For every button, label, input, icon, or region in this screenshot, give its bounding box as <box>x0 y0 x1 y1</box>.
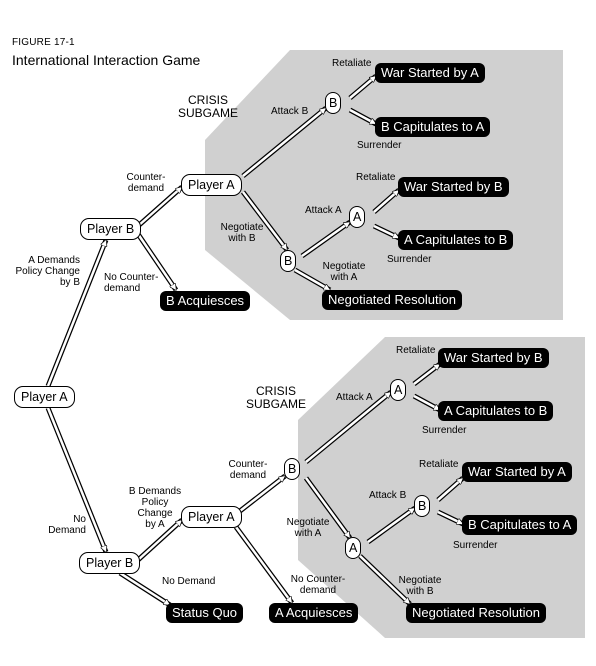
node-bot-crisis-b1: B <box>284 458 301 480</box>
edge-negotiate-a-top <box>293 267 330 293</box>
label-counter-demand-top: Counter- demand <box>126 172 166 194</box>
edge-retaliate-2 <box>372 188 401 214</box>
label-retaliate-1: Retaliate <box>332 58 372 69</box>
edge-no-counter-bottom <box>233 525 295 605</box>
figure-label: FIGURE 17-1 <box>12 37 75 48</box>
label-no-counter-demand-top: No Counter- demand <box>104 272 159 294</box>
label-attack-b-top: Attack B <box>271 106 309 117</box>
edge-b-demands <box>136 518 184 562</box>
edge-attack-a-top <box>300 219 352 259</box>
edge-surrender-1 <box>348 107 376 127</box>
edge-attack-b-top <box>241 106 328 178</box>
label-b-demands: B Demands Policy Change by A <box>128 486 182 530</box>
edge-retaliate-1 <box>348 74 378 100</box>
node-top-crisis-player-a: Player A <box>181 174 242 196</box>
outcome-top-a-capitulates-to-b: A Capitulates to B <box>398 230 514 250</box>
node-bot-crisis-b2: B <box>414 495 431 517</box>
edge-negotiate-b-bottom <box>358 554 412 606</box>
label-a-demands: A Demands Policy Change by B <box>15 255 80 288</box>
outcome-bot-a-capitulates-to-b: A Capitulates to B <box>438 401 554 421</box>
outcome-top-war-started-by-a: War Started by A <box>375 63 485 83</box>
outcome-b-acquiesces: B Acquiesces <box>160 291 251 311</box>
node-bot-player-b: Player B <box>79 552 141 574</box>
label-surrender-3: Surrender <box>422 425 467 436</box>
edge-attack-b-bottom <box>366 505 417 545</box>
node-top-player-b: Player B <box>80 218 142 240</box>
edge-negotiate-b-top <box>241 190 289 252</box>
edge-counter-demand-bot <box>238 474 287 513</box>
label-surrender-4: Surrender <box>453 540 498 551</box>
label-retaliate-4: Retaliate <box>419 459 459 470</box>
outcome-a-acquiesces: A Acquiesces <box>269 603 359 623</box>
edge-retaliate-4 <box>436 476 465 502</box>
label-negotiate-with-b-top: Negotiate with B <box>220 222 264 244</box>
label-counter-demand-bottom: Counter- demand <box>228 459 268 481</box>
label-negotiate-with-b-bottom: Negotiate with B <box>398 575 442 597</box>
outcome-bot-negotiated-resolution: Negotiated Resolution <box>406 603 546 623</box>
label-no-demand: No Demand <box>48 514 86 536</box>
edge-surrender-3 <box>412 393 440 413</box>
figure-title: International Interaction Game <box>12 52 201 68</box>
label-retaliate-3: Retaliate <box>396 345 436 356</box>
edge-counter-demand-top <box>136 185 184 228</box>
edges <box>45 74 465 608</box>
label-retaliate-2: Retaliate <box>356 172 396 183</box>
edge-negotiate-a-bottom <box>303 476 353 540</box>
edge-surrender-4 <box>436 509 463 527</box>
outcome-top-negotiated-resolution: Negotiated Resolution <box>322 290 462 310</box>
node-bot-crisis-a1: A <box>390 379 407 401</box>
outcome-bot-war-started-by-b: War Started by B <box>438 348 549 368</box>
node-top-crisis-b1: B <box>325 92 342 114</box>
label-no-demand-bottom: No Demand <box>162 576 216 587</box>
top-crisis-region <box>205 50 563 320</box>
node-top-crisis-a: A <box>349 206 366 228</box>
outcome-status-quo: Status Quo <box>166 603 244 623</box>
edge-retaliate-3 <box>412 362 442 386</box>
outcome-top-b-capitulates-to-a: B Capitulates to A <box>375 117 491 137</box>
edge-no-demand <box>45 407 109 552</box>
node-root-player-a: Player A <box>14 386 75 408</box>
label-attack-a-top: Attack A <box>305 205 342 216</box>
label-surrender-1: Surrender <box>357 140 402 151</box>
label-attack-a-bottom: Attack A <box>336 392 373 403</box>
node-bot-crisis-a2: A <box>345 537 362 559</box>
outcome-top-war-started-by-b: War Started by B <box>398 177 509 197</box>
edge-surrender-2 <box>372 223 399 241</box>
label-negotiate-with-a-top: Negotiate with A <box>322 261 366 283</box>
top-crisis-label: CRISIS SUBGAME <box>177 93 238 120</box>
label-attack-b-bottom: Attack B <box>369 490 407 501</box>
outcome-bot-b-capitulates-to-a: B Capitulates to A <box>462 515 578 535</box>
bottom-crisis-label: CRISIS SUBGAME <box>245 384 306 411</box>
edge-no-demand-bottom <box>118 570 172 608</box>
label-negotiate-with-a-bottom: Negotiate with A <box>286 517 330 539</box>
node-top-crisis-b2: B <box>280 250 297 272</box>
edge-a-demands <box>45 240 109 387</box>
label-no-counter-demand-bottom: No Counter- demand <box>290 574 346 596</box>
outcome-bot-war-started-by-a: War Started by A <box>462 462 572 482</box>
edge-attack-a-bottom <box>304 390 393 464</box>
edge-no-counter-top <box>135 232 179 292</box>
label-surrender-2: Surrender <box>387 254 432 265</box>
node-bot-player-a: Player A <box>181 506 242 528</box>
